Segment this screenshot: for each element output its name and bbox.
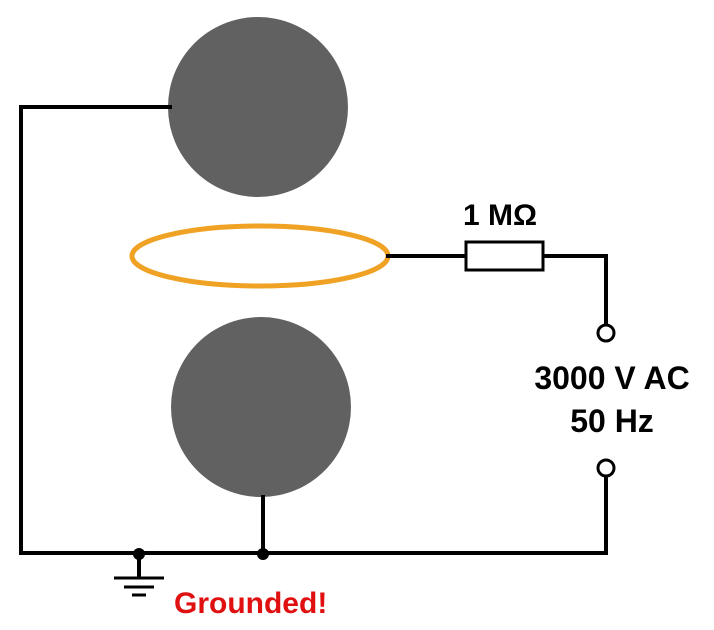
source-terminal-upper: [596, 323, 616, 343]
left-wire: [19, 105, 172, 555]
grounded-label: Grounded!: [174, 587, 327, 620]
ring-electrode: [129, 223, 391, 289]
resistor: [464, 240, 545, 272]
ground-icon: [114, 552, 164, 597]
resistor-label: 1 MΩ: [463, 199, 537, 232]
resistor-to-source-wire: [541, 254, 608, 327]
source-frequency-label: 50 Hz: [570, 403, 654, 439]
upper-electrode: [168, 17, 348, 197]
source-voltage-label: 3000 V AC: [534, 360, 689, 396]
lower-electrode: [171, 317, 351, 497]
junction-dot-electrode: [257, 548, 269, 560]
source-terminal-lower: [596, 458, 616, 478]
